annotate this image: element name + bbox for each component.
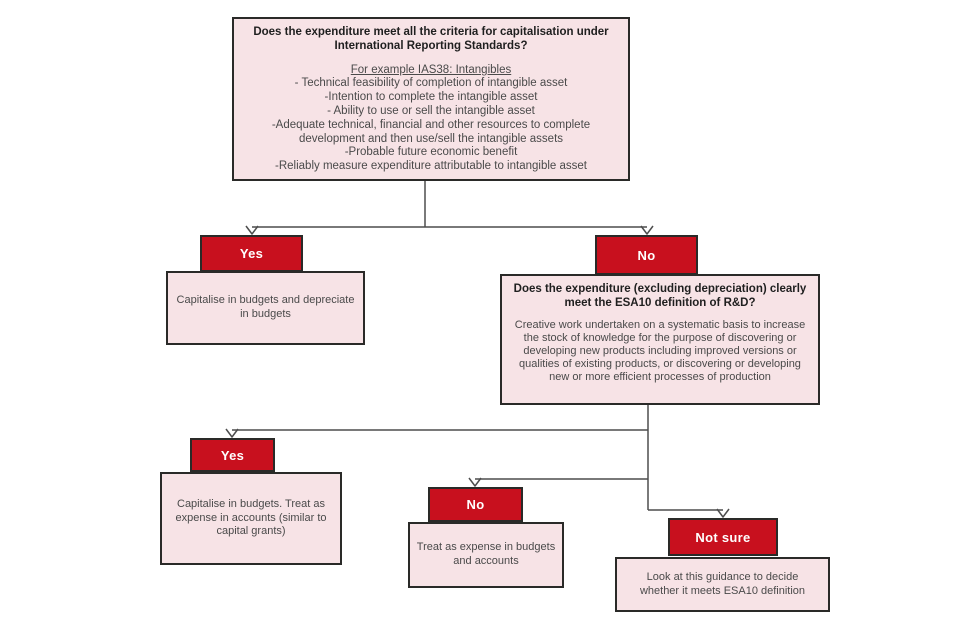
arrowhead-level1-yes-icon bbox=[245, 225, 259, 235]
level2-yes-outcome-text: Capitalise in budgets. Treat as expense … bbox=[175, 497, 327, 538]
arrowhead-level1-no-icon bbox=[640, 225, 654, 235]
esa10-question-box: Does the expenditure (excluding deprecia… bbox=[500, 274, 820, 405]
level1-yes-outcome-text: Capitalise in budgets and depreciate in … bbox=[176, 294, 355, 320]
level1-yes-tag: Yes bbox=[200, 235, 303, 272]
level2-notsure-outcome-box: Look at this guidance to decide whether … bbox=[615, 557, 830, 612]
root-example-heading: For example IAS38: Intangibles bbox=[350, 63, 512, 76]
level2-yes-outcome-box: Capitalise in budgets. Treat as expense … bbox=[160, 472, 342, 565]
level2-no-label: No bbox=[466, 497, 485, 512]
level2-no-outcome-text: Treat as expense in budgets and accounts bbox=[416, 541, 556, 567]
root-question-box: Does the expenditure meet all the criter… bbox=[232, 17, 630, 181]
level1-yes-label: Yes bbox=[239, 246, 264, 261]
criteria-item: -Reliably measure expenditure attributab… bbox=[275, 160, 587, 173]
level2-notsure-tag: Not sure bbox=[668, 518, 778, 556]
level1-no-label: No bbox=[637, 247, 656, 263]
level2-notsure-label: Not sure bbox=[695, 529, 751, 545]
criteria-item: - Ability to use or sell the intangible … bbox=[327, 104, 535, 117]
level2-notsure-outcome-text: Look at this guidance to decide whether … bbox=[639, 570, 806, 597]
level2-yes-label: Yes bbox=[220, 447, 245, 463]
level1-yes-outcome-box: Capitalise in budgets and depreciate in … bbox=[166, 271, 365, 345]
criteria-item: -Intention to complete the intangible as… bbox=[324, 91, 538, 104]
arrowhead-level2-yes-icon bbox=[225, 428, 239, 438]
level2-no-tag: No bbox=[428, 487, 523, 522]
esa10-definition-text: Creative work undertaken on a systematic… bbox=[514, 318, 806, 384]
level1-no-tag: No bbox=[595, 235, 698, 275]
criteria-item: - Technical feasibility of completion of… bbox=[294, 77, 568, 90]
level2-no-outcome-box: Treat as expense in budgets and accounts bbox=[408, 522, 564, 588]
arrowhead-level2-notsure-icon bbox=[716, 508, 730, 518]
arrowhead-level2-no-icon bbox=[468, 477, 482, 487]
root-question-title: Does the expenditure meet all the criter… bbox=[253, 26, 609, 52]
criteria-item: -Probable future economic benefit bbox=[344, 146, 518, 159]
esa10-question-title: Does the expenditure (excluding deprecia… bbox=[513, 283, 807, 309]
criteria-item: -Adequate technical, financial and other… bbox=[271, 118, 591, 145]
level2-yes-tag: Yes bbox=[190, 438, 275, 472]
